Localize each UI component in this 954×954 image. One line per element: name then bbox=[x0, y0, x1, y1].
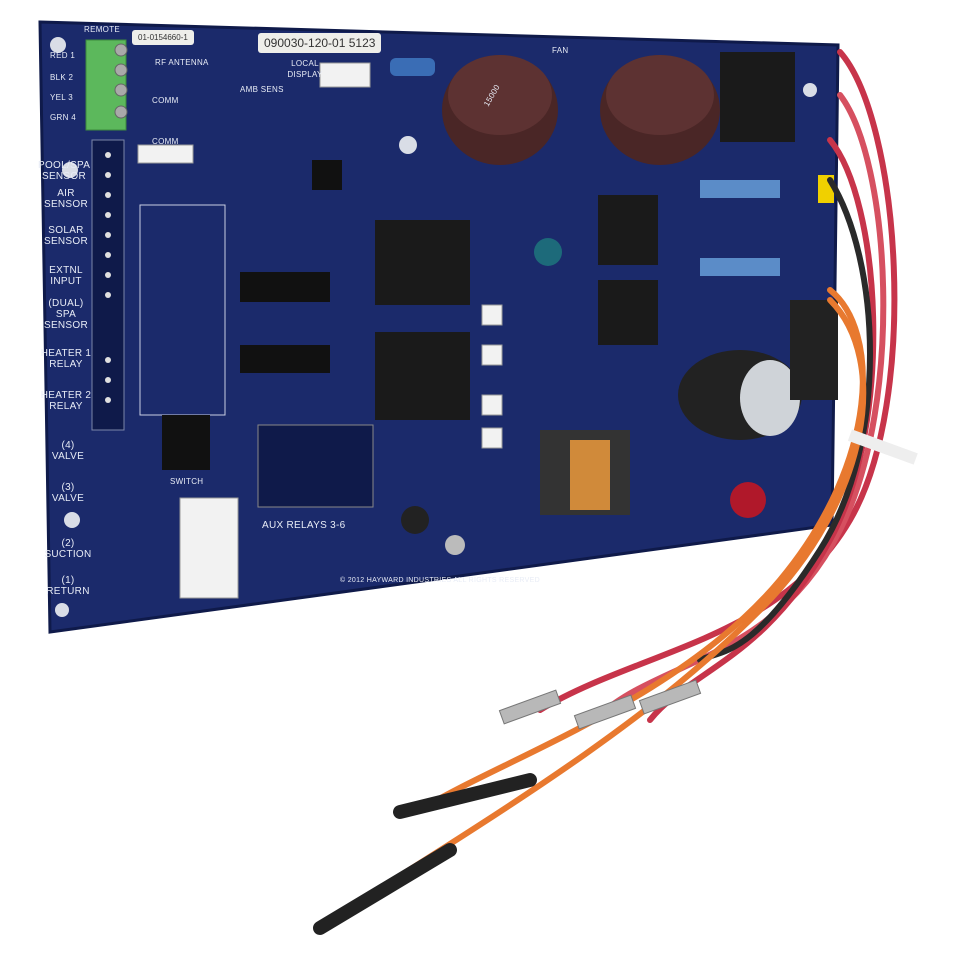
label-extnl-input: EXTNL INPUT bbox=[49, 265, 83, 287]
label-solar-sensor: SOLAR SENSOR bbox=[43, 225, 89, 247]
relays bbox=[375, 52, 795, 420]
wire-harness bbox=[313, 49, 898, 935]
copyright-text: © 2012 HAYWARD INDUSTRIES ALL RIGHTS RES… bbox=[340, 577, 540, 584]
label-comm: COMM bbox=[152, 96, 179, 105]
label-yel: YEL 3 bbox=[50, 93, 73, 102]
label-heater-1-relay: HEATER 1 RELAY bbox=[40, 348, 92, 370]
label-suction: (2) SUCTION bbox=[44, 538, 92, 560]
capacitors bbox=[401, 55, 802, 555]
spade-terminals bbox=[498, 679, 702, 730]
label-fan: FAN bbox=[552, 46, 569, 55]
label-grn: GRN 4 bbox=[50, 113, 76, 122]
label-local-display: LOCAL DISPLAY bbox=[287, 59, 323, 79]
label-blk: BLK 2 bbox=[50, 73, 74, 82]
label-remote: REMOTE bbox=[84, 25, 121, 34]
label-dual-spa-sensor: (DUAL) SPA SENSOR bbox=[43, 298, 89, 331]
pcb-board bbox=[40, 22, 838, 632]
label-valve-3: (3) VALVE bbox=[51, 482, 85, 504]
serial-sticker: 01-0154660-1 bbox=[132, 30, 194, 45]
mounting-holes bbox=[50, 37, 817, 617]
label-aux-relays: AUX RELAYS 3-6 bbox=[262, 520, 346, 531]
label-heater-2-relay: HEATER 2 RELAY bbox=[40, 390, 92, 412]
label-valve-4: (4) VALVE bbox=[51, 440, 85, 462]
label-comm-2: COMM bbox=[152, 137, 179, 146]
label-antenna: RF ANTENNA bbox=[155, 58, 209, 67]
label-return: (1) RETURN bbox=[46, 575, 90, 597]
label-amb-sens: AMB SENS bbox=[240, 85, 284, 94]
label-switch: SWITCH bbox=[170, 477, 204, 486]
label-pool-spa-sensor: POOL/SPA SENSOR bbox=[38, 160, 91, 182]
label-air-sensor: AIR SENSOR bbox=[43, 188, 89, 210]
label-red: RED 1 bbox=[50, 51, 76, 60]
part-number-sticker: 090030-120-01 5123 bbox=[258, 33, 382, 53]
